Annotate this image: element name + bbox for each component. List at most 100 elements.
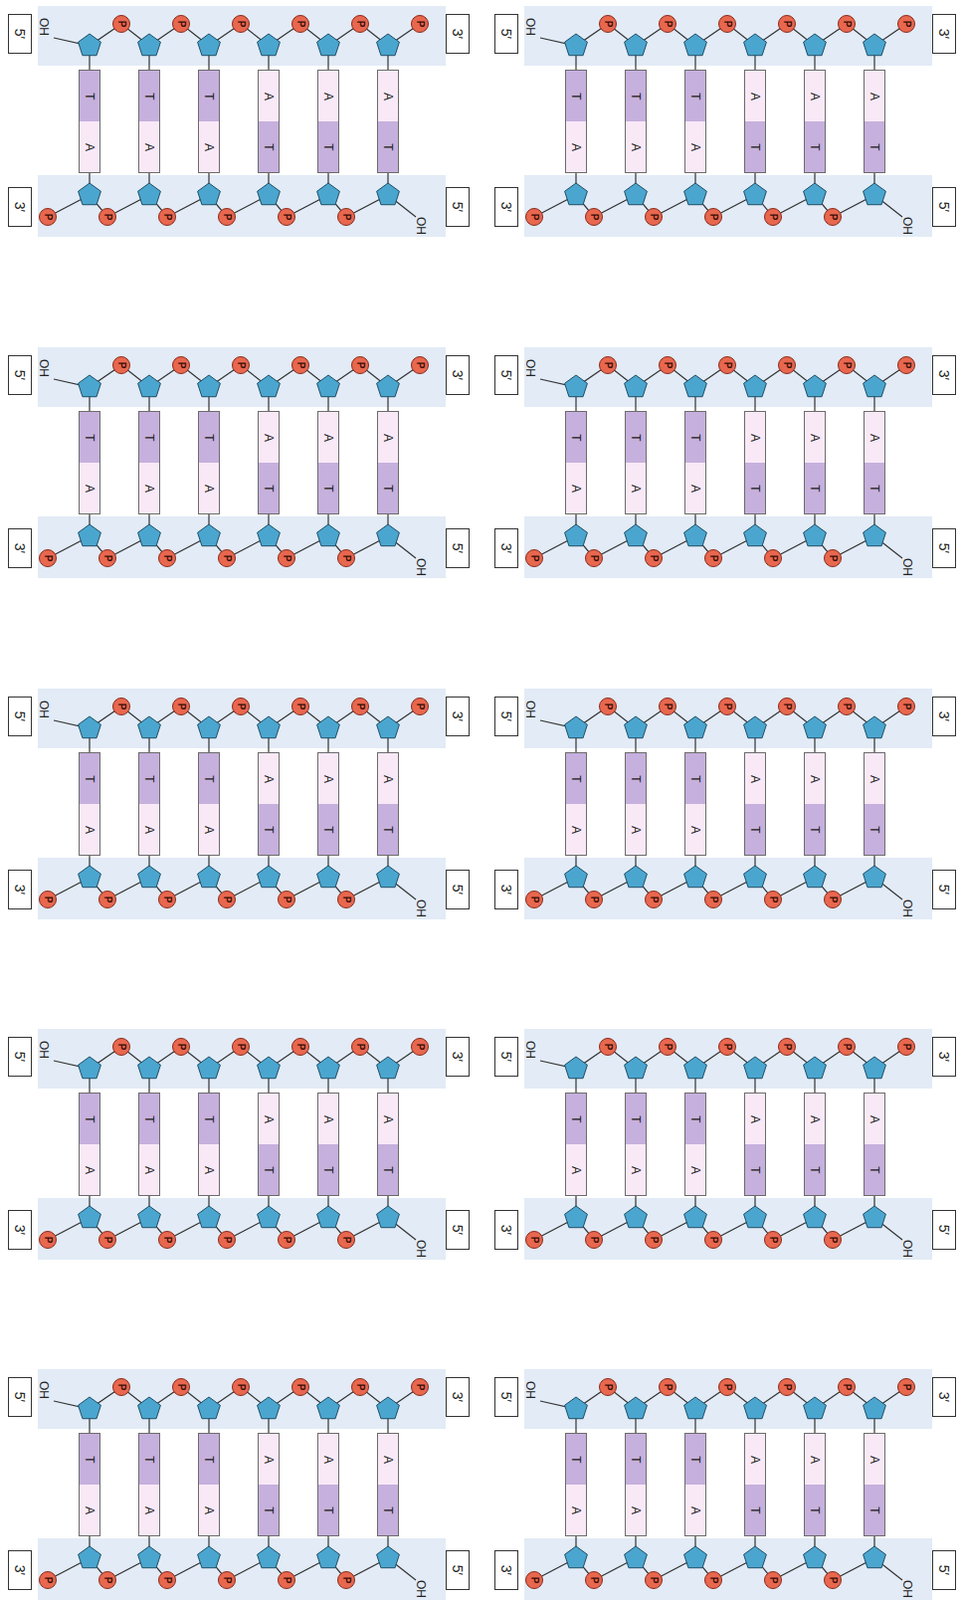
end-label-box: 5′ <box>445 187 470 227</box>
sugar-pentagon <box>377 1396 400 1419</box>
backbone-band <box>37 347 446 407</box>
backbone-band <box>524 1368 933 1429</box>
base-letter: P <box>42 555 53 563</box>
base-link <box>88 394 90 411</box>
hydroxyl-label: OH <box>37 1040 50 1059</box>
phosphate-circle: P <box>277 890 296 909</box>
phosphate-circle: P <box>718 1037 737 1056</box>
phosphate-circle: P <box>158 1230 177 1249</box>
strand-end-label: OH <box>33 355 54 382</box>
base-letter: T <box>868 825 881 833</box>
base-letter: P <box>162 1236 173 1244</box>
phosphate-circle: P <box>823 1570 842 1589</box>
sugar-pentagon <box>317 33 341 56</box>
sugar-pentagon <box>863 375 887 397</box>
base-letter: T <box>689 433 702 441</box>
base-letter: P <box>235 362 246 370</box>
base-pair-rung: TA <box>565 69 587 174</box>
base-letter: A <box>202 1164 215 1173</box>
end-label-box: 3′ <box>7 528 32 569</box>
base-letter: P <box>529 213 540 221</box>
base-letter: 5′ <box>450 884 465 895</box>
sugar-pentagon <box>624 1396 648 1419</box>
base-pair-rung: AT <box>863 69 886 174</box>
phosphate-circle: P <box>351 697 370 716</box>
sugar-pentagon <box>377 375 400 397</box>
base-letter: T <box>749 825 762 833</box>
base-letter: P <box>768 213 778 221</box>
base-pair-rung: TA <box>565 410 587 515</box>
base-letter: A <box>382 91 394 100</box>
base-letter: A <box>143 483 156 492</box>
sugar-pentagon <box>863 183 887 205</box>
phosphate-circle: P <box>351 356 370 375</box>
base-pair-rung: AT <box>803 752 826 856</box>
base-letter: 5′ <box>937 201 952 212</box>
base-letter: 5′ <box>12 28 27 39</box>
backbone-band <box>37 175 446 237</box>
base-pair-rung: TA <box>138 752 161 856</box>
backbone-band <box>524 516 933 579</box>
strand-end-label: OH <box>410 554 431 580</box>
sugar-pentagon <box>377 1205 400 1228</box>
base-letter: 3′ <box>499 1564 514 1575</box>
base-letter: A <box>629 142 642 151</box>
base-link <box>207 394 209 411</box>
base-link <box>327 394 329 411</box>
end-label-box: 3′ <box>494 1549 519 1590</box>
base-link <box>634 394 636 411</box>
strand-end-label: OH <box>410 212 431 239</box>
base-letter: T <box>629 433 642 441</box>
end-label-box: 3′ <box>932 696 957 737</box>
sugar-pentagon <box>78 524 102 547</box>
sugar-pentagon <box>78 33 102 56</box>
base-letter: P <box>901 703 912 711</box>
sugar-pentagon <box>317 375 341 397</box>
base-letter: P <box>722 703 733 711</box>
base-letter: P <box>162 896 173 904</box>
base-letter: T <box>262 484 275 492</box>
end-label-box: 3′ <box>494 528 519 569</box>
base-link <box>386 53 388 70</box>
base-pair-rung: AT <box>863 752 886 856</box>
base-link <box>754 1416 756 1433</box>
sugar-pentagon <box>257 1205 281 1228</box>
phosphate-circle: P <box>351 14 370 33</box>
base-link <box>754 1076 756 1093</box>
phosphate-circle: P <box>351 1377 370 1396</box>
base-pair-rung: TA <box>565 1432 587 1537</box>
base-pair-rung: AT <box>317 410 340 515</box>
sugar-pentagon <box>803 33 827 56</box>
phosphate-circle: P <box>823 1230 842 1249</box>
sugar-pentagon <box>803 716 827 739</box>
end-label-box: 5′ <box>445 1209 470 1250</box>
base-pair-rung: AT <box>257 752 280 856</box>
sugar-pentagon <box>377 865 400 888</box>
base-pair-rung: AT <box>257 1432 280 1537</box>
base-pair-rung: TA <box>624 752 647 856</box>
sugar-pentagon <box>197 33 221 56</box>
sugar-pentagon <box>377 33 400 56</box>
base-letter: T <box>202 92 215 100</box>
base-pair-rung: AT <box>377 1432 399 1537</box>
phosphate-circle: P <box>704 207 723 226</box>
sugar-pentagon <box>863 1396 887 1419</box>
base-letter: P <box>295 20 306 28</box>
base-letter: T <box>570 774 582 782</box>
base-letter: P <box>414 1383 425 1391</box>
backbone-band <box>524 175 933 237</box>
base-pair-rung: TA <box>684 410 707 515</box>
base-letter: A <box>322 773 335 782</box>
base-link <box>207 1076 209 1093</box>
phosphate-circle: P <box>704 1230 723 1249</box>
sugar-pentagon <box>684 1056 708 1079</box>
base-pair-rung: TA <box>684 752 707 856</box>
base-letter: T <box>570 1455 582 1463</box>
phosphate-circle: P <box>291 1037 310 1056</box>
sugar-pentagon <box>377 524 400 547</box>
sugar-pentagon <box>197 375 221 397</box>
base-pair-rung: TA <box>624 69 647 174</box>
phosphate-circle: P <box>644 549 663 568</box>
base-link <box>386 1076 388 1093</box>
base-pair-rung: AT <box>377 69 399 174</box>
